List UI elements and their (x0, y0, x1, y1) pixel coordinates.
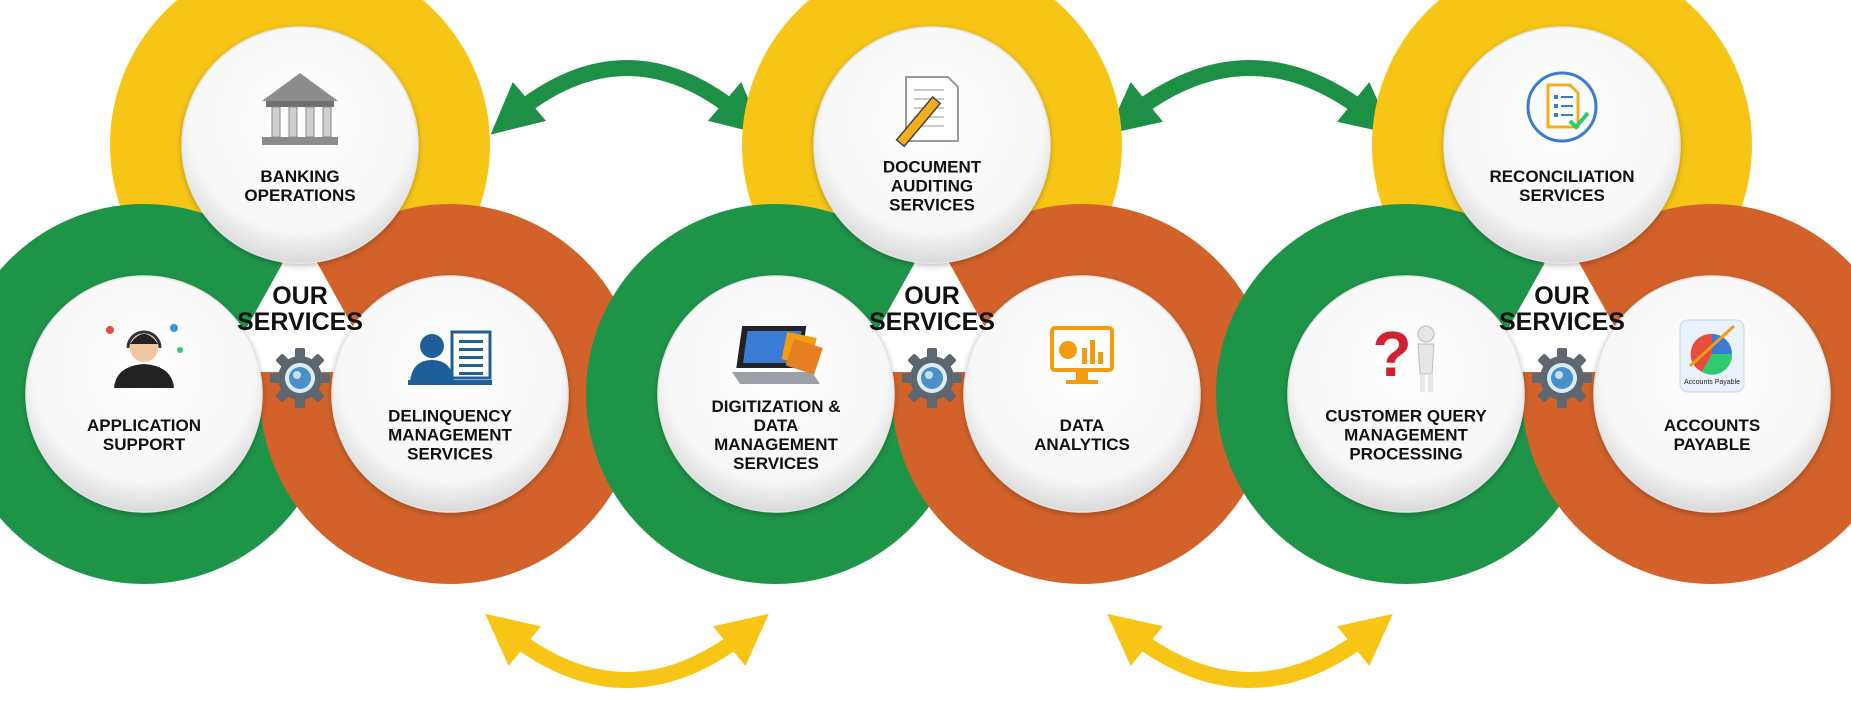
double-arrow-top-1 (490, 60, 764, 135)
document-pencil-icon (895, 76, 959, 148)
service-label-line: SERVICES (733, 454, 819, 473)
service-disc-top (1443, 26, 1681, 264)
center-triangle (854, 232, 1010, 372)
service-label-line: SERVICES (407, 444, 493, 463)
accounts-payable-chart-icon: Accounts Payable (1679, 319, 1745, 393)
center-title-line2: SERVICES (869, 308, 995, 336)
manager-document-icon (408, 330, 492, 385)
service-label-line: PAYABLE (1674, 435, 1751, 454)
double-arrow-bottom-1 (485, 613, 769, 688)
analytics-monitor-icon (1050, 326, 1114, 384)
service-disc-top (813, 26, 1051, 264)
service-label-line: DOCUMENT (883, 157, 982, 176)
service-label-line: APPLICATION (87, 416, 201, 435)
checklist-document-icon (1526, 71, 1598, 143)
center-triangle (222, 232, 378, 372)
service-disc-left (25, 275, 263, 513)
double-arrow-bottom-2 (1107, 613, 1393, 688)
service-label-line: PROCESSING (1349, 444, 1462, 463)
arrows-layer (485, 60, 1393, 688)
service-cluster: OURSERVICESRECONCILIATIONSERVICES?CUSTOM… (1216, 0, 1851, 584)
service-cluster: OURSERVICESBANKINGOPERATIONSAPPLICATIONS… (0, 0, 640, 584)
service-label-line: SERVICES (1519, 186, 1605, 205)
clusters-layer: OURSERVICESBANKINGOPERATIONSAPPLICATIONS… (0, 0, 1851, 584)
service-disc-left (1287, 275, 1525, 513)
service-label-line: ACCOUNTS (1664, 416, 1760, 435)
service-label-line: DATA (1060, 416, 1105, 435)
center-triangle (1484, 232, 1640, 372)
service-label-line: AUDITING (891, 176, 973, 195)
service-label-line: DIGITIZATION & (711, 397, 840, 416)
service-label-line: RECONCILIATION (1489, 167, 1634, 186)
service-disc-right (331, 275, 569, 513)
laptop-folders-icon (732, 326, 823, 384)
center-title-line1: OUR (1534, 282, 1590, 310)
accounts-payable-badge-text: Accounts Payable (1684, 379, 1740, 386)
center-title-line2: SERVICES (237, 308, 363, 336)
question-person-icon: ? (1372, 318, 1435, 392)
svg-text:?: ? (1372, 318, 1411, 390)
service-disc-right (1593, 275, 1831, 513)
service-disc-right (963, 275, 1201, 513)
bank-building-icon (262, 73, 338, 145)
service-label-line: DELINQUENCY (388, 406, 512, 425)
double-arrow-top-2 (1107, 60, 1393, 135)
gear-icon (1532, 348, 1592, 408)
service-label-line: MANAGEMENT (1344, 425, 1468, 444)
service-label-line: SUPPORT (103, 435, 186, 454)
service-label-line: DATA (754, 416, 799, 435)
center-title-line2: SERVICES (1499, 308, 1625, 336)
service-label-line: MANAGEMENT (714, 435, 838, 454)
center-title-line1: OUR (904, 282, 960, 310)
gear-icon (270, 348, 330, 408)
service-label-line: BANKING (260, 167, 339, 186)
service-cluster: OURSERVICESDOCUMENTAUDITINGSERVICESDIGIT… (586, 0, 1272, 584)
service-label-line: SERVICES (889, 195, 975, 214)
service-label-line: OPERATIONS (244, 186, 355, 205)
service-label-line: MANAGEMENT (388, 425, 512, 444)
service-label-line: ANALYTICS (1034, 435, 1130, 454)
center-title-line1: OUR (272, 282, 328, 310)
support-agent-icon (106, 324, 183, 388)
gear-icon (902, 348, 962, 408)
service-label-line: CUSTOMER QUERY (1325, 406, 1487, 425)
service-disc-left (657, 275, 895, 513)
